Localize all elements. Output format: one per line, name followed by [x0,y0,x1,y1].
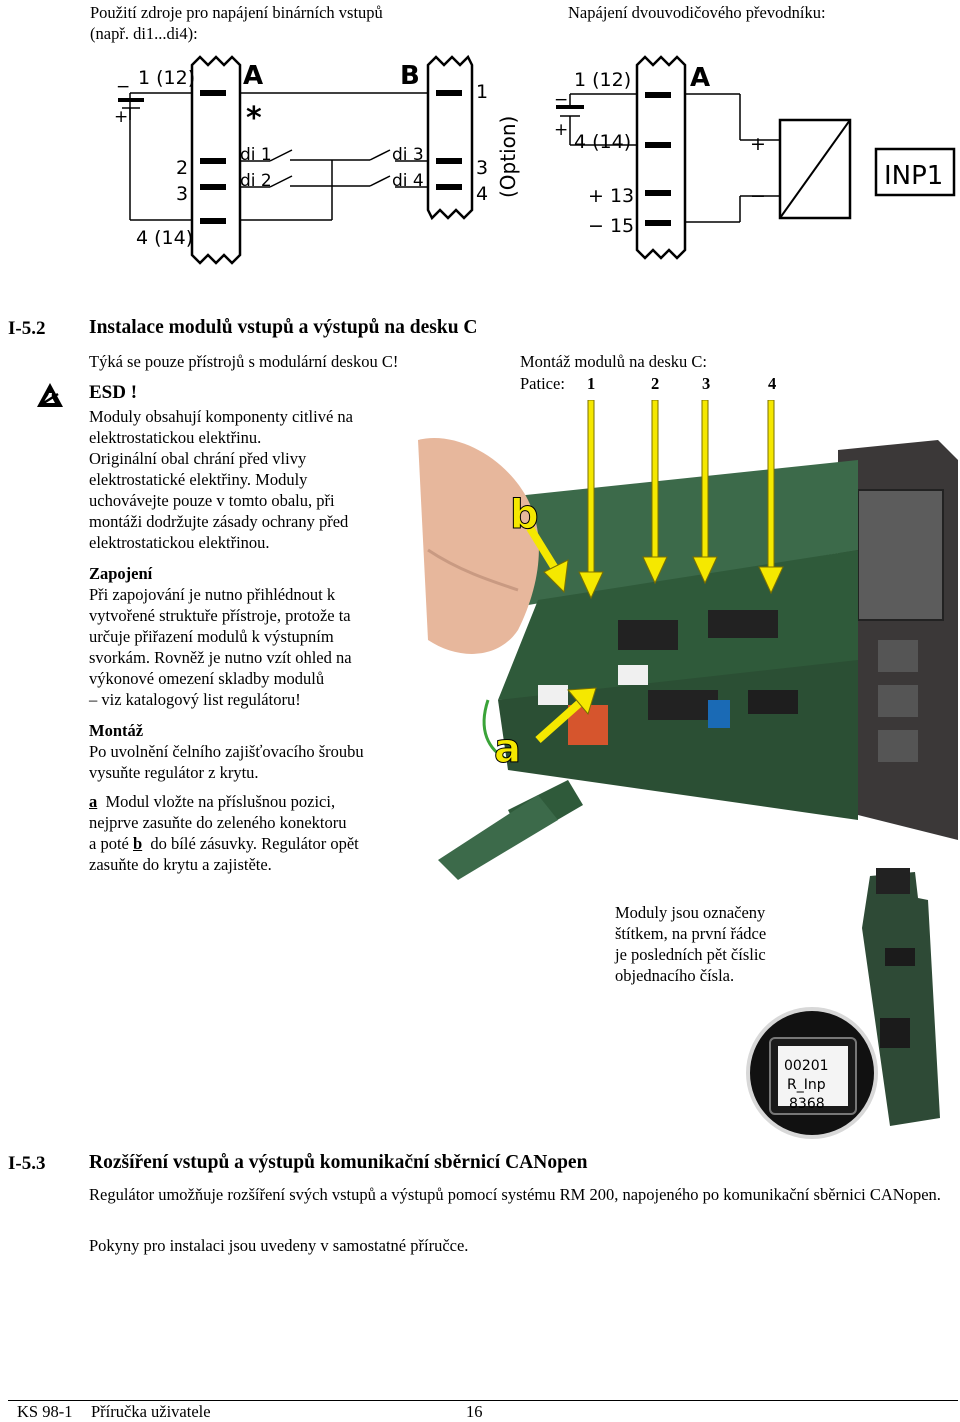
binary-inputs-wiring-diagram: 1 (12) + − 2 3 4 (14) A * B di 1 di 2 di… [114,54,520,265]
pin-label: 1 (12) [574,69,631,91]
mounting-steps: a Modul vložte na příslušnou pozici, nej… [89,792,359,874]
photo-caption: Montáž modulů na desku C: [520,352,707,371]
module-label-photo: 00201 R_Inp 8368 [746,868,940,1139]
mounting-paragraph: Po uvolnění čelního zajišťovacího šroubu… [89,742,364,782]
photo-label-b: b [510,492,539,538]
footer-doc-title: Příručka uživatele [91,1402,211,1421]
esd-title: ESD ! [89,382,138,403]
step-a-letter: a [89,792,98,811]
pin-label: 4 (14) [574,131,631,153]
wiring-paragraph: Při zapojování je nutno přihlédnout k vy… [89,585,352,709]
socket-number: 2 [651,374,660,393]
pin-label: 3 [176,183,188,205]
inp1-label: INP1 [884,161,943,191]
pin-label: − 15 [588,215,634,237]
plus-label: + [554,120,568,140]
plus-label: + [114,107,128,127]
chip-label-line: 00201 [784,1058,829,1074]
pin-label: 1 [476,81,488,103]
di-label: di 2 [240,171,272,191]
right-diagram-caption: Napájení dvouvodičového převodníku: [568,3,826,22]
section-title: Instalace modulů vstupů a výstupů na des… [89,317,478,338]
footer-doc-id: KS 98-1 [17,1402,73,1421]
sockets-row: Patice: 1 2 3 4 [520,374,777,393]
footer-page-number: 16 [466,1402,483,1421]
intro-text: Týká se pouze přístrojů s modulární desk… [89,352,399,371]
di-label: di 3 [392,145,424,165]
pin-label: 3 [476,157,488,179]
module-installation-photo: b a [418,400,960,886]
di-label: di 1 [240,145,272,165]
minus-label: − [554,90,568,110]
star-label: * [246,101,262,136]
photo-label-a: a [494,726,521,772]
section-title: Rozšíření vstupů a výstupů komunikační s… [89,1152,588,1173]
esd-warning-icon [37,383,63,407]
pin-label: 4 (14) [136,227,193,249]
converter-plus: + [750,133,766,155]
converter-minus: − [750,185,766,207]
pin-label: 1 (12) [138,67,195,89]
pin-label: + 13 [588,185,634,207]
esd-paragraph: Moduly obsahují komponenty citlivé na el… [89,407,353,552]
wiring-heading: Zapojení [89,564,153,583]
footer-rule [8,1400,958,1401]
pin-label: 4 [476,183,488,205]
di-label: di 4 [392,171,424,191]
pin-label: 2 [176,157,188,179]
left-diagram-caption: Použití zdroje pro napájení binárních vs… [90,3,383,43]
chip-label-line: R_Inp [787,1077,826,1093]
terminal-a-label: A [690,63,710,93]
terminal-a-label: A [243,61,263,91]
two-wire-transmitter-diagram: INP1 1 (12) − + 4 (14) + 13 − 15 A + − [554,55,956,260]
option-label: (Option) [496,116,520,198]
minus-label: − [116,77,130,97]
chip-label-line: 8368 [789,1096,825,1112]
socket-number: 3 [702,374,711,393]
section-number: I-5.2 [8,318,46,339]
mounting-heading: Montáž [89,721,144,740]
step-b-letter: b [132,834,143,853]
socket-number: 1 [587,374,596,393]
socket-number: 4 [768,374,777,393]
canopen-paragraph: Regulátor umožňuje rozšíření svých vstup… [89,1185,941,1204]
terminal-b-label: B [400,61,420,91]
canopen-note: Pokyny pro instalaci jsou uvedeny v samo… [89,1236,469,1255]
module-label-note: Moduly jsou označeny štítkem, na první ř… [615,903,767,985]
section-number: I-5.3 [8,1153,46,1174]
